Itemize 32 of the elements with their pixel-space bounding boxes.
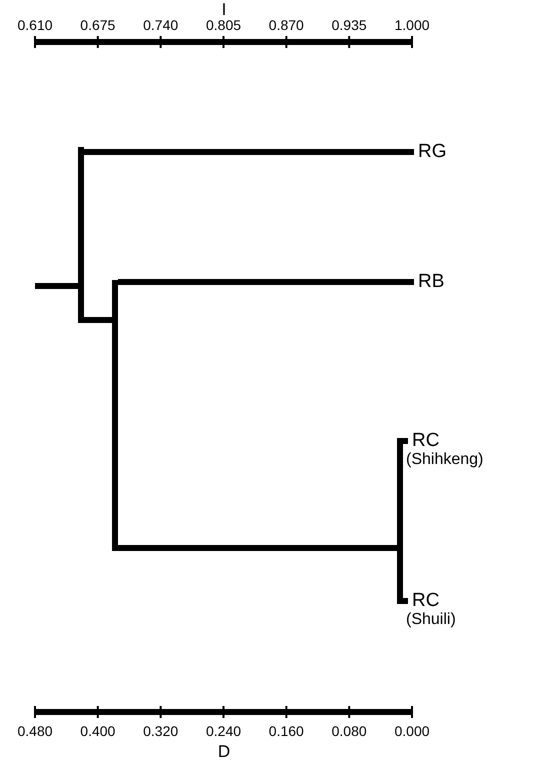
tick-label: 0.160	[268, 723, 304, 739]
axis-title: I	[222, 0, 226, 20]
tick-label: 0.675	[80, 17, 116, 33]
leaf-label: RC	[412, 431, 440, 451]
tick-label: 0.320	[143, 723, 178, 739]
branch-bar	[397, 438, 403, 604]
tick-label: 1.000	[394, 17, 430, 33]
tick-label: 0.740	[143, 17, 178, 33]
tick-label: 0.870	[268, 17, 304, 33]
tree-branch	[403, 438, 408, 444]
tree-branch	[118, 279, 414, 285]
axis-title: D	[218, 742, 230, 762]
leaf-label: RG	[418, 142, 446, 162]
branch-bar	[112, 280, 118, 551]
tick-label: 0.400	[80, 723, 116, 739]
tree-branch	[84, 149, 414, 155]
tick-label: 0.805	[206, 17, 242, 33]
leaf-sublabel: (Shuili)	[406, 611, 456, 629]
tick-label: 0.240	[206, 723, 242, 739]
tree-branch	[35, 283, 78, 289]
leaf-label: RC	[412, 591, 440, 611]
leaf-sublabel: (Shihkeng)	[406, 451, 484, 469]
branch-bar	[78, 147, 84, 323]
tree-branch	[118, 545, 397, 551]
tick-label: 0.000	[394, 723, 430, 739]
tick-label: 0.935	[332, 17, 367, 33]
tick-label: 0.480	[17, 723, 53, 739]
leaf-label: RB	[418, 272, 444, 292]
tick-label: 0.080	[332, 723, 367, 739]
tick-label: 0.610	[17, 17, 53, 33]
tree-branch	[403, 598, 408, 604]
tree-branch	[84, 317, 112, 323]
